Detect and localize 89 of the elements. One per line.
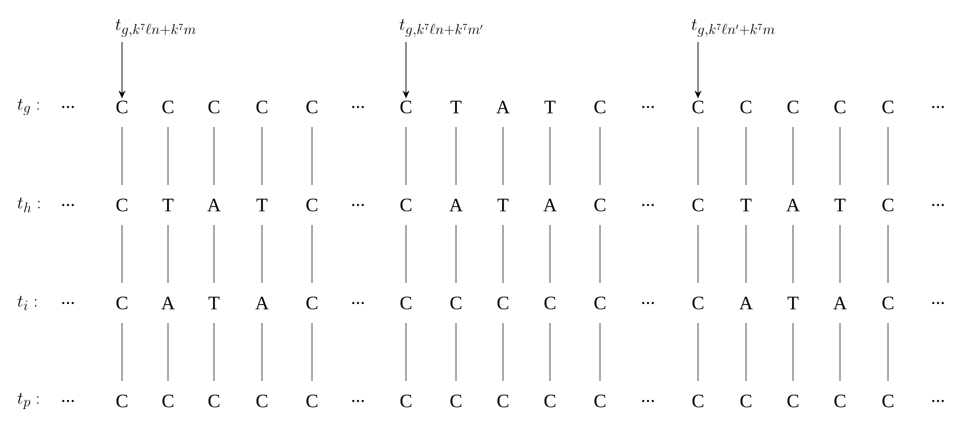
base-letter: C: [400, 198, 412, 212]
ellipsis: ...: [62, 204, 74, 206]
ellipsis: ...: [642, 400, 654, 402]
base-letter: C: [594, 100, 606, 114]
index-label: $t_{g,k^7\ell n'+k^7m}$: [692, 19, 775, 37]
base-letter: C: [882, 100, 894, 114]
base-letter: C: [740, 394, 752, 408]
base-letter: C: [208, 100, 220, 114]
ellipsis: ...: [352, 204, 364, 206]
base-letter: T: [834, 198, 846, 212]
base-letter: C: [400, 394, 412, 408]
index-label: $t_{g,k^7\ell n+k^7m'}$: [400, 19, 482, 37]
base-letter: C: [692, 296, 704, 310]
base-letter: C: [834, 394, 846, 408]
ellipsis: ...: [642, 302, 654, 304]
base-letter: C: [116, 198, 128, 212]
base-letter: C: [208, 394, 220, 408]
ellipsis: ...: [62, 106, 74, 108]
base-letter: C: [306, 296, 318, 310]
ellipsis: ...: [932, 106, 944, 108]
ellipsis: ...: [62, 302, 74, 304]
base-letter: A: [786, 198, 800, 212]
base-letter: T: [450, 100, 462, 114]
base-letter: C: [450, 394, 462, 408]
base-letter: C: [162, 100, 174, 114]
ellipsis: ...: [352, 106, 364, 108]
base-letter: C: [740, 100, 752, 114]
match-bar: [792, 322, 794, 382]
base-letter: T: [208, 296, 220, 310]
ellipsis: ...: [352, 302, 364, 304]
base-letter: A: [543, 198, 557, 212]
base-letter: C: [882, 394, 894, 408]
base-letter: C: [116, 296, 128, 310]
ellipsis: ...: [642, 204, 654, 206]
base-letter: A: [833, 296, 847, 310]
match-bar: [502, 322, 504, 382]
base-letter: C: [116, 394, 128, 408]
match-bar: [792, 126, 794, 186]
base-letter: C: [400, 100, 412, 114]
base-letter: T: [162, 198, 174, 212]
base-letter: A: [449, 198, 463, 212]
ellipsis: ...: [352, 400, 364, 402]
base-letter: C: [787, 394, 798, 408]
index-label: $t_{g,k^7\ell n+k^7m}$: [116, 19, 196, 37]
row-label: $t_i:$: [18, 296, 36, 310]
base-letter: C: [306, 394, 318, 408]
base-letter: C: [306, 100, 318, 114]
base-letter: C: [256, 100, 268, 114]
base-letter: A: [161, 296, 175, 310]
base-letter: C: [544, 296, 556, 310]
base-letter: C: [594, 296, 606, 310]
ellipsis: ...: [62, 400, 74, 402]
base-letter: C: [692, 198, 704, 212]
base-letter: T: [498, 198, 508, 212]
base-letter: C: [256, 394, 268, 408]
base-letter: T: [256, 198, 268, 212]
ellipsis: ...: [642, 106, 654, 108]
ellipsis: ...: [932, 400, 944, 402]
base-letter: C: [497, 296, 508, 310]
base-letter: C: [834, 100, 846, 114]
row-label: $t_h:$: [18, 198, 40, 212]
base-letter: C: [882, 296, 894, 310]
base-letter: C: [594, 198, 606, 212]
base-letter: A: [496, 100, 510, 114]
ellipsis: ...: [932, 204, 944, 206]
match-bar: [502, 126, 504, 186]
base-letter: C: [116, 100, 128, 114]
base-letter: C: [692, 100, 704, 114]
base-letter: A: [255, 296, 269, 310]
base-letter: C: [450, 296, 462, 310]
match-bar: [792, 224, 794, 284]
base-letter: C: [787, 100, 798, 114]
base-letter: C: [162, 394, 174, 408]
base-letter: C: [544, 394, 556, 408]
base-letter: C: [882, 198, 894, 212]
base-letter: A: [739, 296, 753, 310]
base-letter: C: [594, 394, 606, 408]
row-label: $t_p:$: [18, 392, 39, 409]
base-letter: C: [400, 296, 412, 310]
base-letter: T: [740, 198, 752, 212]
match-bar: [502, 224, 504, 284]
base-letter: T: [788, 296, 798, 310]
ellipsis: ...: [932, 302, 944, 304]
base-letter: C: [692, 394, 704, 408]
base-letter: C: [306, 198, 318, 212]
base-letter: A: [207, 198, 221, 212]
row-label: $t_g:$: [18, 98, 39, 116]
base-letter: C: [497, 394, 508, 408]
base-letter: T: [544, 100, 556, 114]
